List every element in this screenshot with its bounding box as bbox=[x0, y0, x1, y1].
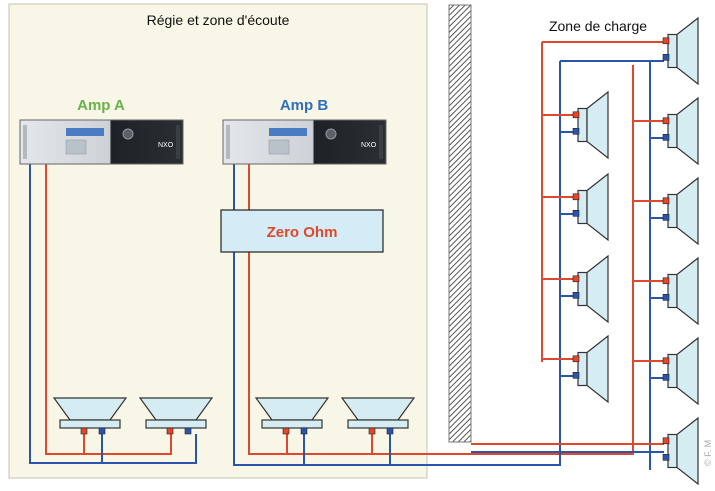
amp-b-label: Amp B bbox=[280, 97, 329, 114]
side-speaker-body bbox=[667, 273, 678, 309]
svg-text:NXO: NXO bbox=[361, 142, 377, 149]
side-speaker-body bbox=[577, 351, 588, 387]
floor-speaker-base bbox=[261, 419, 323, 429]
side-speaker-terminal-blue bbox=[662, 134, 670, 141]
load-speaker-inner-3 bbox=[572, 254, 609, 324]
floor-speaker-terminal-red bbox=[80, 427, 88, 435]
side-speaker-cone bbox=[676, 256, 699, 326]
load-speaker-outer-6 bbox=[662, 416, 699, 486]
side-speaker-body bbox=[577, 107, 588, 143]
wires bbox=[29, 41, 664, 470]
amplifier-b: NXO bbox=[222, 119, 387, 165]
wall bbox=[448, 4, 472, 443]
floor-speaker-terminal-red bbox=[282, 427, 290, 435]
side-speaker-terminal-blue bbox=[572, 371, 580, 379]
side-speaker-terminal-blue bbox=[662, 214, 670, 221]
load-speaker-outer-3 bbox=[662, 176, 699, 246]
floor-speaker-terminal-blue bbox=[98, 427, 106, 435]
side-speaker-terminal-red bbox=[572, 275, 580, 283]
side-speaker-body bbox=[667, 113, 678, 149]
side-speaker-cone bbox=[676, 96, 699, 166]
amp-a-label: Amp A bbox=[77, 97, 125, 114]
floor-speaker-3 bbox=[254, 397, 330, 435]
side-speaker-cone bbox=[676, 336, 699, 406]
svg-text:NXO: NXO bbox=[158, 142, 174, 149]
side-speaker-terminal-red bbox=[662, 357, 670, 365]
side-speaker-cone bbox=[586, 334, 609, 404]
floor-speaker-base bbox=[59, 419, 121, 429]
load-speaker-inner-2 bbox=[572, 172, 609, 242]
load-zone-title: Zone de charge bbox=[549, 18, 647, 34]
floor-speaker-base bbox=[347, 419, 409, 429]
floor-speaker-1 bbox=[52, 397, 128, 435]
wire-amp-a-blue bbox=[29, 164, 197, 464]
floor-speaker-terminal-blue bbox=[184, 427, 192, 435]
side-speaker-body bbox=[667, 353, 678, 389]
side-speaker-terminal-red bbox=[662, 277, 670, 285]
floor-speaker-terminal-blue bbox=[386, 427, 394, 435]
side-speaker-terminal-red bbox=[662, 117, 670, 125]
floor-speaker-base bbox=[145, 419, 207, 429]
side-speaker-terminal-blue bbox=[662, 293, 670, 301]
load-speaker-outer-5 bbox=[662, 336, 699, 406]
load-speaker-outer-4 bbox=[662, 256, 699, 326]
side-speaker-cone bbox=[676, 176, 699, 246]
side-speaker-terminal-blue bbox=[572, 210, 580, 217]
side-speaker-terminal-red bbox=[662, 37, 670, 45]
side-speaker-terminal-blue bbox=[572, 291, 580, 299]
side-speaker-body bbox=[577, 271, 588, 307]
floor-speaker-terminal-red bbox=[166, 427, 174, 435]
load-speaker-inner-4 bbox=[572, 334, 609, 404]
load-speaker-outer-2 bbox=[662, 96, 699, 166]
amplifier-a: NXO bbox=[19, 119, 184, 165]
load-zone-speakers bbox=[572, 16, 699, 486]
side-speaker-cone bbox=[676, 416, 699, 486]
side-speaker-terminal-red bbox=[572, 355, 580, 363]
side-speaker-cone bbox=[586, 254, 609, 324]
side-speaker-terminal-red bbox=[572, 193, 580, 201]
floor-speaker-4 bbox=[340, 397, 416, 435]
side-speaker-terminal-blue bbox=[662, 453, 670, 461]
zero-ohm-label: Zero Ohm bbox=[267, 224, 338, 241]
side-speaker-cone bbox=[676, 16, 699, 86]
side-speaker-terminal-red bbox=[662, 197, 670, 205]
side-speaker-terminal-blue bbox=[662, 53, 670, 61]
side-speaker-terminal-red bbox=[572, 111, 580, 119]
load-speaker-inner-1 bbox=[572, 90, 609, 160]
floor-speaker-2 bbox=[138, 397, 214, 435]
side-speaker-cone bbox=[586, 90, 609, 160]
side-speaker-body bbox=[667, 33, 678, 69]
control-room-title: Régie et zone d'écoute bbox=[147, 12, 290, 28]
watermark: © F. M bbox=[703, 440, 713, 466]
load-speaker-outer-1 bbox=[662, 16, 699, 86]
side-speaker-terminal-blue bbox=[572, 128, 580, 135]
floor-speaker-terminal-red bbox=[368, 427, 376, 435]
side-speaker-terminal-blue bbox=[662, 373, 670, 381]
floor-speakers bbox=[52, 397, 416, 435]
side-speaker-body bbox=[577, 189, 588, 225]
side-speaker-cone bbox=[586, 172, 609, 242]
wire-amp-a-red bbox=[45, 164, 172, 455]
floor-speaker-terminal-blue bbox=[300, 427, 308, 435]
side-speaker-terminal-red bbox=[662, 437, 670, 445]
side-speaker-body bbox=[667, 193, 678, 229]
side-speaker-body bbox=[667, 433, 678, 469]
zero-ohm-box bbox=[220, 209, 384, 253]
